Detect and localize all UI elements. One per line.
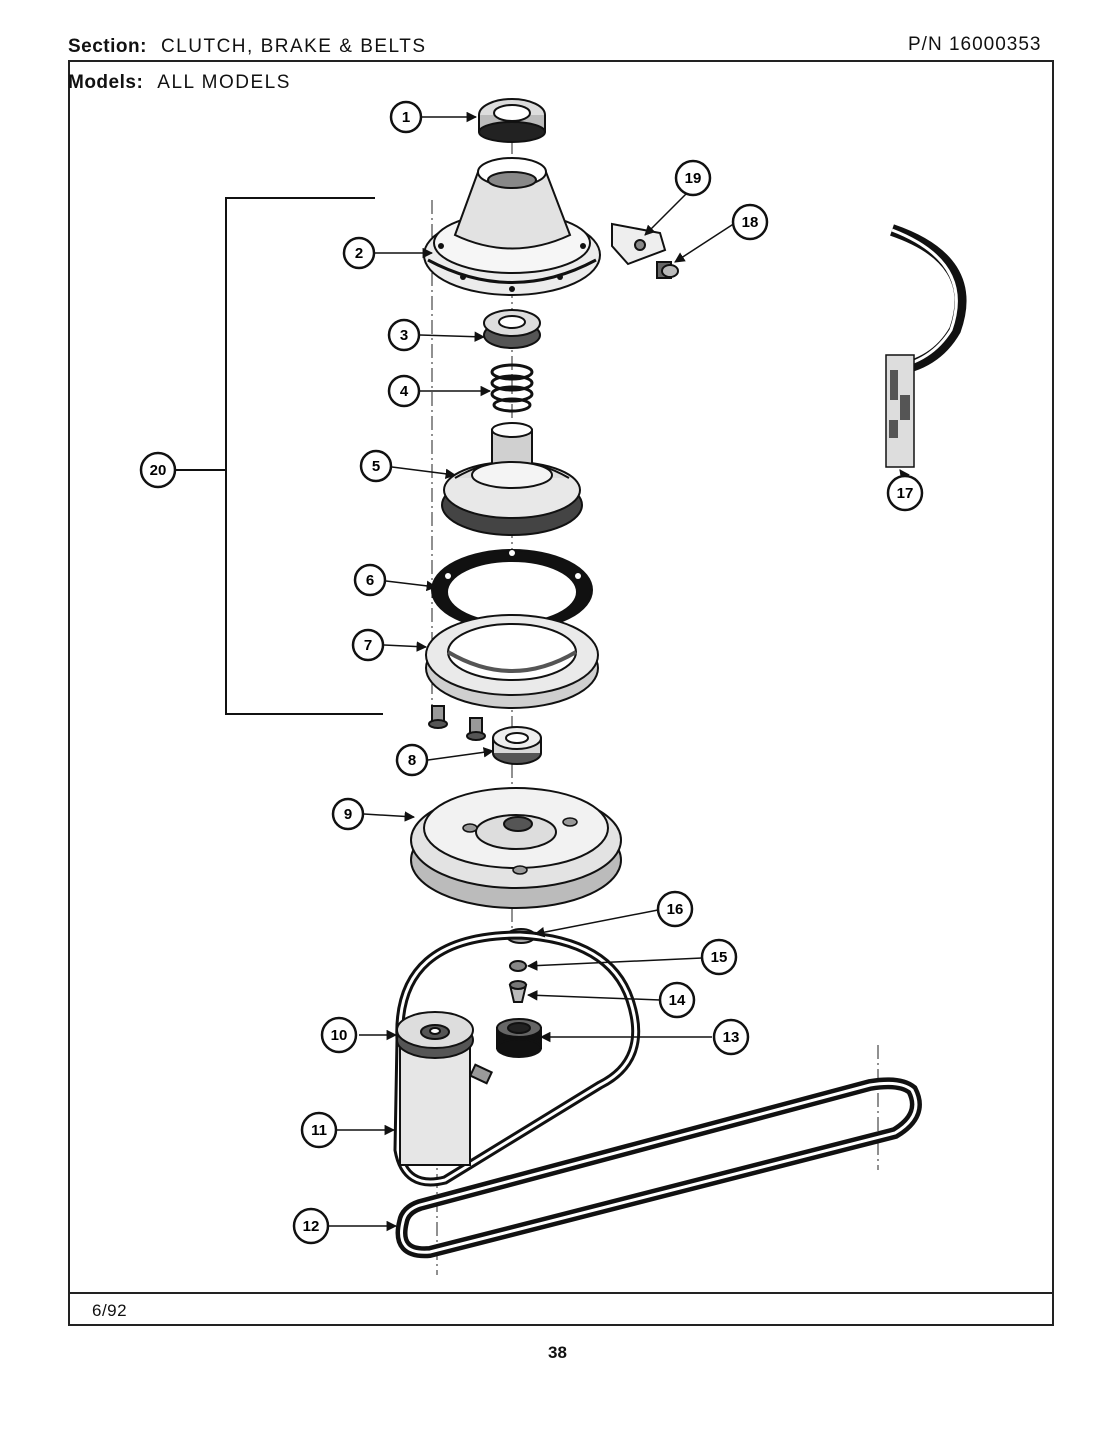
- diagram-frame: 6/92: [68, 60, 1054, 1326]
- callout-4-label: 4: [400, 383, 409, 400]
- callout-leaders: [328, 111, 910, 1232]
- callout-7-label: 7: [364, 637, 372, 654]
- callout-2: 2: [342, 236, 376, 270]
- callout-7: 7: [351, 628, 385, 662]
- part-long-belt: [395, 1077, 922, 1259]
- callout-6: 6: [353, 563, 387, 597]
- part-clip: [611, 222, 667, 266]
- assembly-bracket: [175, 197, 383, 715]
- callout-10-label: 10: [331, 1027, 348, 1044]
- part-screw: [508, 980, 528, 1003]
- callout-3: 3: [387, 318, 421, 352]
- callout-3-label: 3: [400, 327, 408, 344]
- callout-6-label: 6: [366, 572, 374, 589]
- callout-14: 14: [658, 981, 696, 1019]
- callout-17: 17: [886, 474, 924, 512]
- section-label: Section:: [68, 36, 147, 57]
- part-spring: [490, 363, 534, 413]
- callout-1-label: 1: [402, 109, 410, 126]
- section-title: CLUTCH, BRAKE & BELTS: [160, 36, 427, 57]
- callout-8: 8: [395, 743, 429, 777]
- callout-5: 5: [359, 449, 393, 483]
- callout-11: 11: [300, 1111, 338, 1149]
- part-bolts: [428, 705, 486, 741]
- callout-15-label: 15: [711, 949, 728, 966]
- callout-18: 18: [731, 203, 769, 241]
- part-collar: [483, 309, 541, 349]
- callout-19-label: 19: [685, 170, 702, 187]
- callout-20-label: 20: [150, 462, 167, 479]
- callout-13: 13: [712, 1018, 750, 1056]
- callout-1: 1: [389, 100, 423, 134]
- callout-8-label: 8: [408, 752, 416, 769]
- part-drive-belt: [393, 930, 641, 1187]
- callout-16-label: 16: [667, 901, 684, 918]
- footer-divider: [70, 1292, 1052, 1294]
- part-number: P/N 16000353: [908, 34, 1042, 55]
- callout-16: 16: [656, 890, 694, 928]
- part-brake-ring: [425, 614, 599, 709]
- callout-13-label: 13: [723, 1029, 740, 1046]
- models-header: Models: ALL MODELS: [68, 72, 291, 94]
- callout-15: 15: [700, 938, 738, 976]
- revision-date: 6/92: [92, 1301, 128, 1320]
- callout-11-label: 11: [311, 1122, 327, 1139]
- part-clutch-housing: [423, 157, 601, 296]
- part-motor-pulley: [396, 1011, 494, 1166]
- callout-14-label: 14: [669, 992, 686, 1009]
- part-clutch-hub: [441, 422, 583, 536]
- callout-9: 9: [331, 797, 365, 831]
- models-label: Models:: [68, 72, 144, 93]
- callout-12-label: 12: [303, 1218, 320, 1235]
- part-clip-screw: [656, 261, 679, 279]
- callout-2-label: 2: [355, 245, 363, 262]
- callout-10: 10: [320, 1016, 358, 1054]
- callout-4: 4: [387, 374, 421, 408]
- callout-18-label: 18: [742, 214, 759, 231]
- part-bearing-top: [478, 98, 546, 143]
- part-bushing: [492, 726, 542, 765]
- callout-17-label: 17: [897, 485, 914, 502]
- callout-12: 12: [292, 1207, 330, 1245]
- callout-9-label: 9: [344, 806, 352, 823]
- page-number: 38: [548, 1343, 567, 1362]
- callout-20: 20: [139, 451, 177, 489]
- part-idler-bearing: [496, 1018, 542, 1058]
- callout-5-label: 5: [372, 458, 380, 475]
- part-gasket: [431, 549, 593, 631]
- models-value: ALL MODELS: [157, 72, 291, 93]
- callout-19: 19: [674, 159, 712, 197]
- section-header: Section: CLUTCH, BRAKE & BELTS: [68, 36, 427, 58]
- part-drive-pulley: [410, 787, 622, 909]
- part-nut: [509, 960, 527, 972]
- part-brake-band: [885, 224, 967, 468]
